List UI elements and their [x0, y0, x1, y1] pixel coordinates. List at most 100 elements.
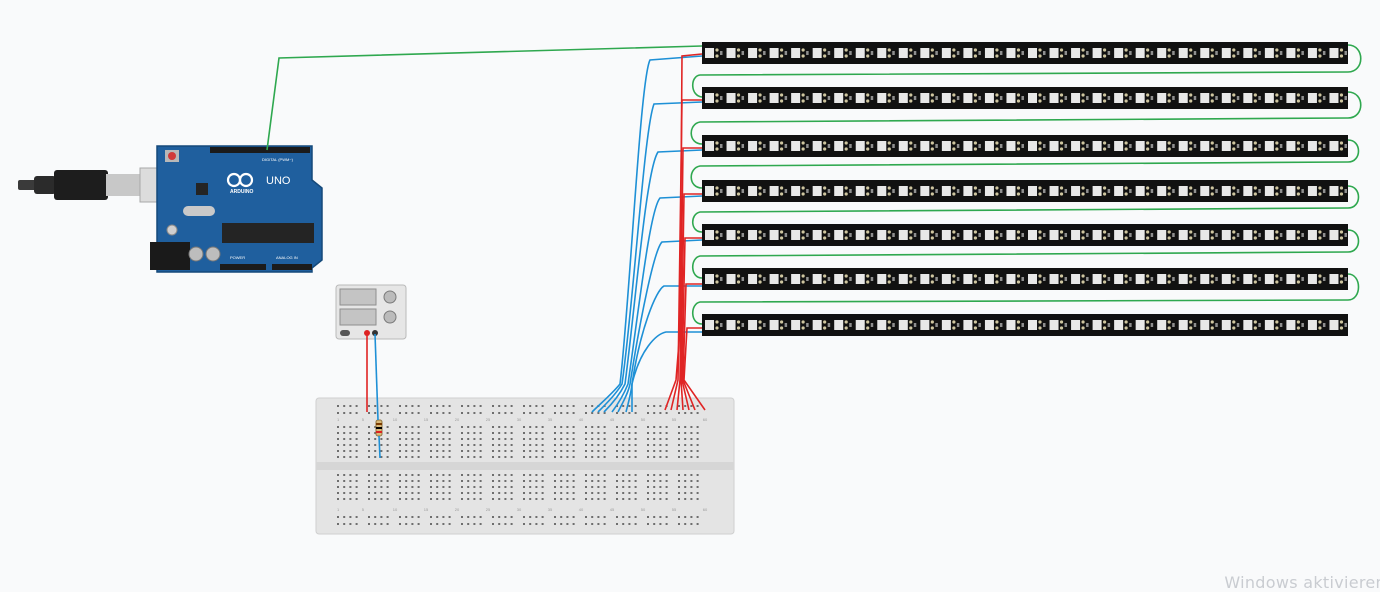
led-pixel	[726, 93, 736, 103]
led-pixel	[812, 274, 822, 284]
column-label: 25	[486, 417, 491, 422]
led-strip[interactable]	[702, 268, 1348, 290]
led-pixel	[877, 320, 887, 330]
led-pixel	[877, 186, 887, 196]
led-pixel	[963, 274, 973, 284]
led-strip[interactable]	[702, 314, 1348, 336]
arduino-uno-board[interactable]: UNO ARDUINO DIGITAL (PWM~) POWER ANALOG …	[18, 145, 323, 273]
led-pixel	[705, 320, 714, 330]
chain-wire	[691, 185, 1360, 233]
led-pixel	[1221, 48, 1231, 58]
led-pixel	[1264, 320, 1274, 330]
led-pixel	[963, 320, 973, 330]
led-pixel	[1006, 320, 1016, 330]
led-pixel	[941, 320, 951, 330]
led-pixel	[1243, 141, 1253, 151]
column-label: 60	[703, 417, 708, 422]
led-pixel	[1071, 48, 1081, 58]
led-pixel	[1200, 93, 1210, 103]
led-pixel	[1307, 274, 1317, 284]
breadboard[interactable]: 1155101015152020252530303535404045455050…	[315, 397, 735, 535]
led-pixel	[941, 141, 951, 151]
led-strip[interactable]	[702, 224, 1348, 246]
led-pixel	[769, 186, 779, 196]
led-pixel	[920, 320, 930, 330]
led-pixel	[791, 274, 801, 284]
led-pixel	[1221, 320, 1231, 330]
led-pixel	[791, 93, 801, 103]
led-pixel	[984, 274, 994, 284]
led-pixel	[705, 48, 714, 58]
led-pixel	[1329, 320, 1339, 330]
led-pixel	[1243, 320, 1253, 330]
led-strip[interactable]	[702, 87, 1348, 109]
led-pixel	[1329, 274, 1339, 284]
led-pixel	[812, 186, 822, 196]
led-pixel	[1006, 141, 1016, 151]
column-label: 50	[641, 507, 646, 512]
led-pixel	[1329, 186, 1339, 196]
wires	[266, 44, 1362, 459]
led-pixel	[1114, 48, 1124, 58]
led-pixel	[791, 141, 801, 151]
led-pixel	[1028, 141, 1037, 151]
windows-activation-watermark: Windows aktivieren	[1224, 573, 1380, 592]
board-model-label: UNO	[266, 175, 291, 187]
led-pixel	[812, 48, 822, 58]
led-pixel	[812, 230, 822, 240]
led-strip[interactable]	[702, 180, 1348, 202]
led-pixel	[920, 93, 930, 103]
led-pixel	[1221, 141, 1231, 151]
chain-wire	[691, 44, 1362, 98]
led-pixel	[898, 230, 908, 240]
led-pixel	[898, 186, 908, 196]
led-pixel	[1028, 230, 1037, 240]
resistor[interactable]	[375, 419, 383, 437]
led-pixel	[1178, 274, 1188, 284]
analog-header-label: ANALOG IN	[276, 255, 298, 260]
led-pixel	[726, 230, 736, 240]
led-pixel	[984, 93, 994, 103]
led-pixel	[726, 320, 736, 330]
led-pixel	[748, 93, 758, 103]
led-pixel	[1307, 320, 1317, 330]
led-pixel	[877, 48, 887, 58]
led-pixel	[1157, 48, 1167, 58]
led-pixel	[1114, 93, 1124, 103]
led-pixel	[769, 93, 779, 103]
led-pixel	[1264, 186, 1274, 196]
led-pixel	[1200, 141, 1210, 151]
led-pixel	[1028, 93, 1037, 103]
led-pixel	[1114, 186, 1124, 196]
led-pixel	[898, 93, 908, 103]
led-pixel	[1329, 48, 1339, 58]
led-pixel	[791, 186, 801, 196]
led-pixel	[1135, 274, 1145, 284]
led-pixel	[1135, 186, 1145, 196]
power-supply[interactable]	[335, 284, 407, 340]
led-pixel	[1286, 186, 1296, 196]
digital-header-label: DIGITAL (PWM~)	[262, 157, 294, 162]
led-pixel	[1307, 48, 1317, 58]
led-pixel	[941, 186, 951, 196]
led-pixel	[834, 93, 844, 103]
led-pixel	[1028, 186, 1037, 196]
led-pixel	[1028, 48, 1037, 58]
led-pixel	[726, 48, 736, 58]
led-pixel	[834, 141, 844, 151]
usb-cable	[18, 167, 171, 203]
led-strip[interactable]	[702, 42, 1348, 64]
led-pixel	[1286, 230, 1296, 240]
chain-wire	[690, 91, 1362, 145]
led-pixel	[726, 186, 736, 196]
led-pixel	[1071, 141, 1081, 151]
column-label: 30	[517, 507, 522, 512]
led-pixel	[705, 186, 714, 196]
column-label: 35	[548, 507, 553, 512]
led-pixel	[855, 48, 865, 58]
led-pixel	[941, 93, 951, 103]
led-strip[interactable]	[702, 135, 1348, 157]
led-pixel	[769, 230, 779, 240]
led-pixel	[705, 93, 714, 103]
